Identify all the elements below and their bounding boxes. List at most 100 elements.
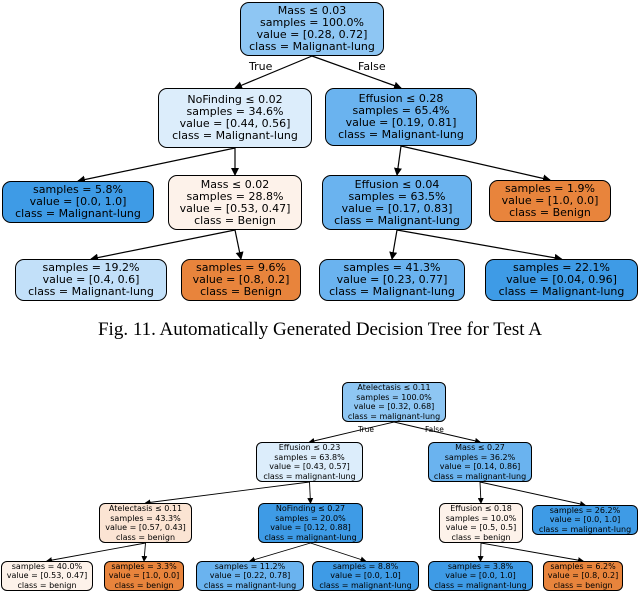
node-class: class = Malignant-lung bbox=[28, 285, 154, 298]
node-class: class = Malignant-lung bbox=[249, 40, 375, 53]
tree-a-leaf: samples = 1.9% value = [1.0, 0.0] class … bbox=[489, 180, 611, 222]
node-value: value = [0.4, 0.6] bbox=[42, 273, 140, 286]
node-split-rule: Atelectasis ≤ 0.11 bbox=[108, 504, 183, 513]
tree-edge bbox=[389, 229, 398, 260]
tree-b-leaf: samples = 3.8% value = [0.0, 1.0] class … bbox=[428, 561, 533, 591]
node-samples: samples = 22.1% bbox=[513, 261, 610, 274]
tree-a-node-effusion: Effusion ≤ 0.28 samples = 65.4% value = … bbox=[325, 88, 477, 146]
node-class: class = benign bbox=[553, 580, 613, 590]
node-samples: samples = 8.8% bbox=[332, 561, 399, 571]
tree-b-node-mass: Mass ≤ 0.27 samples = 36.2% value = [0.1… bbox=[428, 442, 532, 482]
node-class: class = malignant-lung bbox=[538, 524, 632, 534]
node-samples: samples = 63.5% bbox=[348, 189, 446, 203]
node-split-rule: Effusion ≤ 0.28 bbox=[358, 92, 444, 105]
node-samples: samples = 41.3% bbox=[343, 261, 441, 274]
node-split-rule: NoFinding ≤ 0.02 bbox=[187, 93, 283, 106]
tree-edge bbox=[308, 421, 395, 444]
node-split-rule: Mass ≤ 0.27 bbox=[455, 443, 505, 452]
node-value: value = [0.44, 0.56] bbox=[179, 117, 291, 130]
tree-a-leaf: samples = 19.2% value = [0.4, 0.6] class… bbox=[15, 259, 167, 301]
node-samples: samples = 43.3% bbox=[110, 513, 181, 523]
tree-edge bbox=[141, 542, 148, 562]
tree-a-true-label: True bbox=[249, 60, 273, 73]
node-samples: samples = 40.0% bbox=[11, 561, 83, 571]
tree-b-leaf: samples = 11.2% value = [0.22, 0.78] cla… bbox=[196, 561, 304, 591]
node-value: value = [0.0, 1.0] bbox=[330, 571, 401, 581]
node-value: value = [1.0, 0.0] bbox=[108, 571, 180, 581]
tree-edge bbox=[393, 145, 402, 176]
tree-a-node-nofinding: NoFinding ≤ 0.02 samples = 34.6% value =… bbox=[158, 88, 312, 148]
node-value: value = [0.23, 0.77] bbox=[336, 273, 448, 286]
node-class: class = malignant-lung bbox=[263, 471, 356, 481]
tree-edge bbox=[396, 229, 563, 262]
tree-b-leaf: samples = 8.8% value = [0.0, 1.0] class … bbox=[312, 561, 419, 591]
node-class: class = malignant-lung bbox=[434, 580, 527, 590]
node-class: class = Benign bbox=[509, 206, 591, 219]
node-split-rule: NoFinding ≤ 0.27 bbox=[275, 504, 346, 513]
tree-a-node-effusion-2: Effusion ≤ 0.04 samples = 63.5% value = … bbox=[322, 175, 472, 230]
node-value: value = [0.0, 1.0] bbox=[29, 195, 127, 208]
tree-a-leaf: samples = 9.6% value = [0.8, 0.2] class … bbox=[181, 259, 301, 301]
node-value: value = [0.22, 0.78] bbox=[209, 571, 291, 581]
node-value: value = [0.28, 0.72] bbox=[256, 28, 368, 41]
node-class: class = Benign bbox=[194, 213, 276, 227]
tree-a-leaf: samples = 41.3% value = [0.23, 0.77] cla… bbox=[319, 259, 465, 301]
node-samples: samples = 11.2% bbox=[214, 561, 286, 571]
node-split-rule: Effusion ≤ 0.23 bbox=[278, 443, 341, 452]
node-class: class = Malignant-lung bbox=[498, 285, 625, 298]
node-value: value = [0.57, 0.43] bbox=[105, 523, 186, 532]
node-value: value = [0.0, 1.0] bbox=[549, 515, 621, 525]
node-split-rule: Effusion ≤ 0.18 bbox=[450, 504, 512, 513]
node-samples: samples = 63.8% bbox=[274, 452, 345, 462]
node-value: value = [0.8, 0.2] bbox=[547, 571, 619, 581]
node-samples: samples = 6.2% bbox=[550, 561, 616, 571]
tree-edge bbox=[480, 542, 584, 564]
tree-a-node-mass: Mass ≤ 0.02 samples = 28.8% value = [0.5… bbox=[168, 175, 302, 230]
node-samples: samples = 100.0% bbox=[260, 16, 364, 29]
node-samples: samples = 3.3% bbox=[111, 561, 177, 571]
tree-edge bbox=[477, 542, 484, 562]
tree-a-leaf: samples = 5.8% value = [0.0, 1.0] class … bbox=[2, 181, 154, 223]
node-samples: samples = 9.6% bbox=[196, 261, 286, 274]
tree-edge bbox=[234, 229, 244, 260]
node-value: value = [0.8, 0.2] bbox=[192, 273, 290, 286]
node-samples: samples = 34.6% bbox=[186, 105, 284, 118]
tree-edge bbox=[249, 542, 311, 563]
node-class: class = malignant-lung bbox=[319, 580, 412, 590]
node-class: class = Malignant-lung bbox=[15, 207, 141, 220]
node-class: class = Malignant-lung bbox=[334, 213, 460, 227]
tree-edge bbox=[310, 542, 367, 563]
node-class: class = benign bbox=[114, 580, 174, 590]
tree-edge bbox=[311, 55, 402, 90]
tree-b-node-effusion: Effusion ≤ 0.23 samples = 63.8% value = … bbox=[256, 442, 363, 482]
node-class: class = Malignant-lung bbox=[172, 129, 298, 142]
tree-b-leaf: samples = 26.2% value = [0.0, 1.0] class… bbox=[532, 505, 638, 535]
node-value: value = [0.32, 0.68] bbox=[353, 402, 435, 411]
tree-edge bbox=[307, 481, 314, 504]
tree-edge bbox=[90, 229, 236, 262]
node-samples: samples = 26.2% bbox=[549, 505, 621, 515]
tree-b-false-label: False bbox=[425, 425, 444, 434]
node-value: value = [0.19, 0.81] bbox=[345, 116, 457, 129]
node-class: class = malignant-lung bbox=[433, 471, 527, 481]
node-value: value = [0.5, 0.5] bbox=[445, 523, 517, 532]
node-samples: samples = 19.2% bbox=[42, 261, 140, 274]
tree-b-true-label: True bbox=[358, 425, 374, 434]
node-samples: samples = 28.8% bbox=[186, 189, 284, 203]
node-split-rule: Effusion ≤ 0.04 bbox=[354, 177, 440, 191]
node-value: value = [0.53, 0.47] bbox=[179, 201, 291, 215]
node-class: class = benign bbox=[17, 580, 77, 590]
tree-a-root-node: Mass ≤ 0.03 samples = 100.0% value = [0.… bbox=[240, 2, 384, 56]
node-split-rule: Mass ≤ 0.02 bbox=[200, 177, 270, 191]
tree-b-node-nofinding: NoFinding ≤ 0.27 samples = 20.0% value =… bbox=[258, 503, 363, 543]
node-split-rule: Atelectasis ≤ 0.11 bbox=[357, 383, 431, 392]
node-samples: samples = 65.4% bbox=[352, 104, 450, 117]
node-class: class = Benign bbox=[200, 285, 282, 298]
tree-b-node-effusion-2: Effusion ≤ 0.18 samples = 10.0% value = … bbox=[439, 503, 523, 543]
tree-b-leaf: samples = 6.2% value = [0.8, 0.2] class … bbox=[543, 561, 623, 591]
node-samples: samples = 5.8% bbox=[33, 183, 123, 196]
node-value: value = [0.12, 0.88] bbox=[270, 523, 351, 532]
node-value: value = [0.14, 0.86] bbox=[439, 462, 521, 471]
node-class: class = malignant-lung bbox=[347, 411, 441, 421]
